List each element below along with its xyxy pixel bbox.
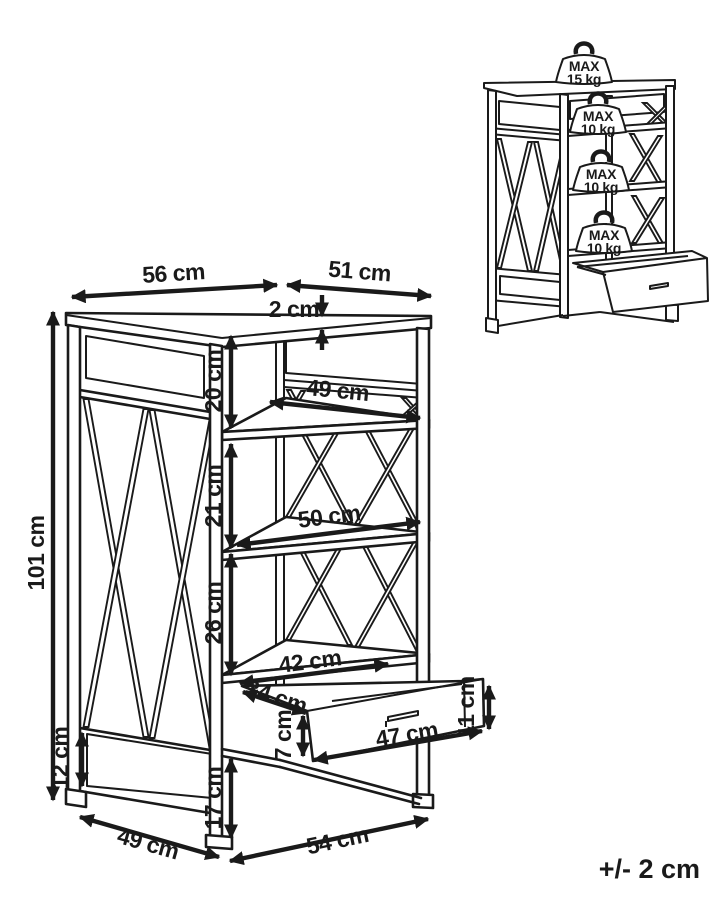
weight-top: MAX 15 kg [555, 41, 613, 87]
dim-line-base-width [78, 814, 221, 860]
weight-handle-icon [593, 210, 615, 224]
dim-line-shelf2-width [235, 516, 422, 551]
small-base [485, 303, 679, 334]
dim-label-bottom-gap: 26 cm [200, 582, 226, 645]
weight-label-value: 15 kg [567, 71, 601, 87]
dim-label-base-depth: 54 cm [304, 821, 371, 859]
dim-line-drawer-depth [241, 689, 308, 716]
front-left-foot [64, 787, 88, 809]
dimension-annotations: 56 cm 51 cm 2 cm 101 cm 20 cm 49 cm 21 c… [23, 256, 497, 866]
weight-body-icon [569, 104, 627, 135]
dim-label-base-width: 49 cm [114, 822, 181, 864]
weight-shelf2: MAX 10 kg [572, 149, 630, 195]
weight-label-value: 10 kg [587, 240, 621, 256]
dim-line-shelf1-width [268, 396, 422, 424]
small-front-panel [489, 100, 569, 308]
dim-label-top-width: 56 cm [141, 258, 205, 288]
dim-label-shelf1-width: 49 cm [305, 374, 370, 406]
dim-label-top-depth: 51 cm [327, 256, 392, 287]
dim-label-drawer-inner-height: 7 cm [270, 710, 296, 760]
left-side-panel [72, 335, 218, 816]
front-corner-foot [204, 833, 234, 851]
dim-line-top-width [70, 278, 279, 304]
weight-body-icon [575, 223, 633, 254]
small-drawer-handle [649, 282, 669, 290]
weight-label-value: 10 kg [581, 121, 615, 137]
load-limit-drawing: MAX 15 kg MAX 10 kg MAX 10 kg MAX 10 kg [483, 41, 709, 334]
dim-label-base-clearance: 17 cm [200, 767, 226, 830]
tolerance-note: +/- 2 cm [599, 854, 700, 884]
weight-label-max: MAX [589, 227, 620, 243]
weight-label-value: 10 kg [584, 179, 618, 195]
weight-shelf1: MAX 10 kg [569, 91, 627, 137]
main-unit-drawing [64, 311, 486, 851]
weight-handle-icon [590, 149, 612, 163]
small-corner-post [559, 93, 569, 319]
weight-label-max: MAX [569, 58, 600, 74]
dim-label-total-height: 101 cm [23, 515, 49, 590]
small-left-post [487, 89, 497, 331]
small-open-drawer [572, 250, 709, 313]
weight-handle-icon [573, 41, 595, 55]
dim-line-drawer-front-width [312, 726, 484, 765]
dim-label-base-panel: 12 cm [47, 727, 73, 790]
weight-label-max: MAX [583, 108, 614, 124]
weight-label-max: MAX [586, 166, 617, 182]
drawer-handle [387, 710, 419, 722]
dim-label-drawer-front-height: 11 cm [453, 676, 479, 737]
weight-body-icon [572, 162, 630, 193]
dim-label-top-gap: 20 cm [200, 350, 226, 413]
dim-line-drawer-opening [238, 658, 390, 689]
dim-line-top-depth [285, 279, 433, 302]
dim-label-middle-gap: 21 cm [200, 465, 226, 528]
shelf-1 [220, 396, 431, 442]
weight-handle-icon [587, 91, 609, 105]
dim-line-base-depth [228, 814, 430, 866]
weight-shelf3: MAX 10 kg [575, 210, 633, 256]
weight-body-icon [555, 54, 613, 85]
dim-label-thickness: 2 cm [269, 296, 319, 322]
